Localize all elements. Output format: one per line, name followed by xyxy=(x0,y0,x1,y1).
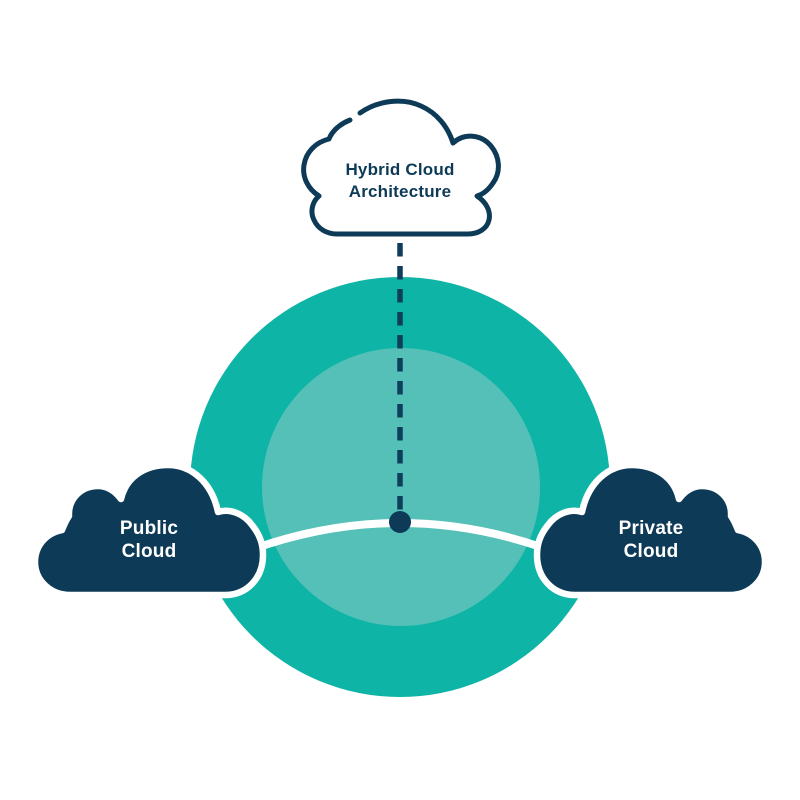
public-cloud-shape xyxy=(31,461,267,599)
connector-dot xyxy=(389,511,411,533)
inner-zone-circle xyxy=(262,348,540,626)
private-cloud-shape xyxy=(533,461,769,599)
hybrid-cloud-outline-icon xyxy=(301,98,501,237)
